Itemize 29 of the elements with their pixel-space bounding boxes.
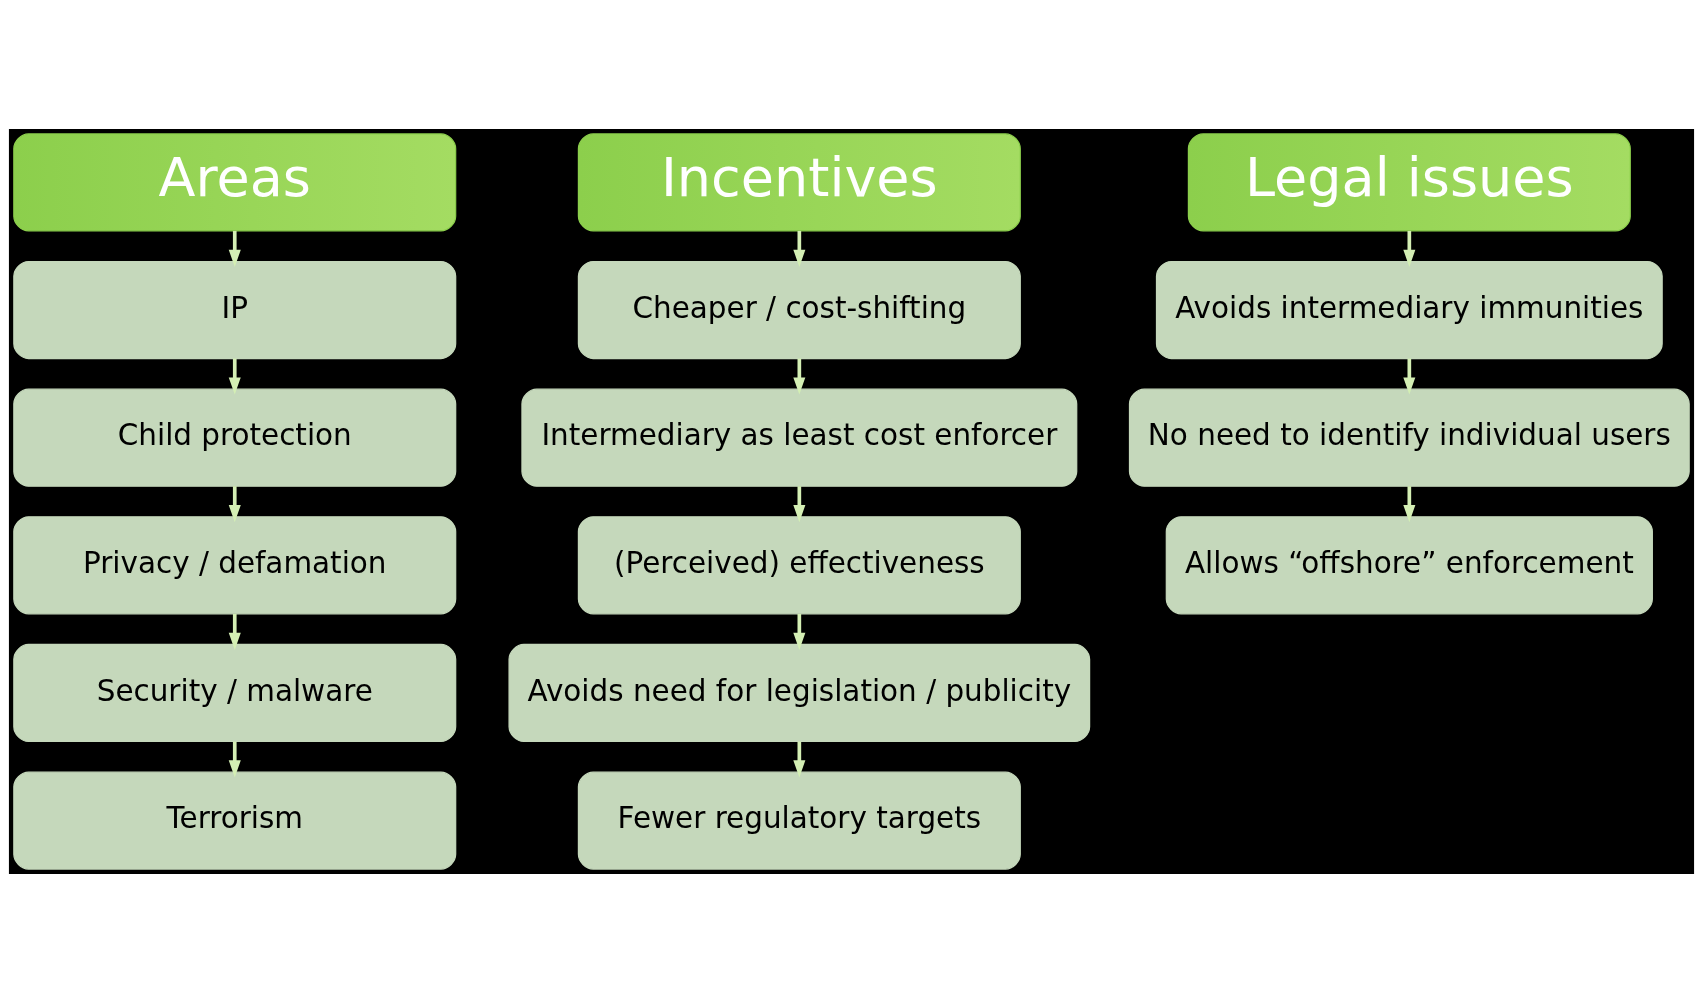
node-box: Cheaper / cost-shifting <box>577 260 1021 359</box>
node-box: Allows “offshore” enforcement <box>1165 515 1653 614</box>
arrow <box>793 230 806 267</box>
arrow <box>228 741 241 778</box>
arrow <box>228 358 241 395</box>
arrow <box>228 230 241 267</box>
arrow <box>793 358 806 395</box>
arrow <box>793 485 806 522</box>
node-box: Privacy / defamation <box>13 515 457 614</box>
arrow <box>228 485 241 522</box>
node-box: (Perceived) effectiveness <box>577 515 1021 614</box>
node-box: Legal issues <box>1187 132 1631 231</box>
arrow <box>793 741 806 778</box>
arrow <box>1403 358 1416 395</box>
arrow <box>1403 485 1416 522</box>
node-box: Terrorism <box>13 771 457 870</box>
node-box: Incentives <box>577 132 1021 231</box>
arrow <box>793 613 806 650</box>
node-box: Avoids need for legislation / publicity <box>508 643 1091 742</box>
node-box: Child protection <box>13 388 457 487</box>
node-box: No need to identify individual users <box>1128 388 1690 487</box>
node-box: Areas <box>13 132 457 231</box>
node-box: Avoids intermediary immunities <box>1155 260 1663 359</box>
arrow <box>1403 230 1416 267</box>
arrow <box>228 613 241 650</box>
node-box: Security / malware <box>13 643 457 742</box>
node-box: Fewer regulatory targets <box>577 771 1021 870</box>
node-box: IP <box>13 260 457 359</box>
node-box: Intermediary as least cost enforcer <box>521 388 1078 487</box>
